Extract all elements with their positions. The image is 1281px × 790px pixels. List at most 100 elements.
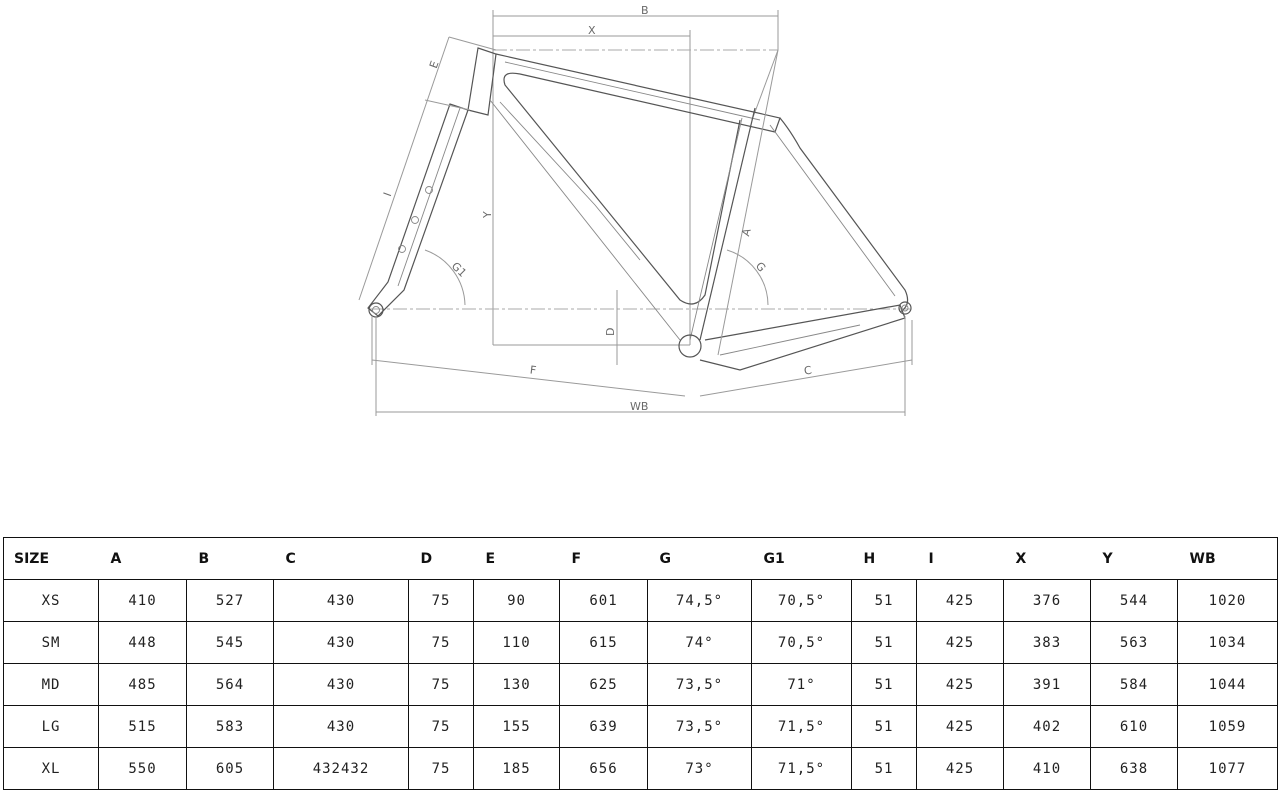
dimension-d: D [604, 290, 618, 365]
dimension-c: C [699, 320, 913, 397]
cell: 1044 [1177, 663, 1278, 706]
cell: 51 [851, 579, 917, 622]
cell: 1077 [1177, 747, 1278, 790]
cell: 1034 [1177, 621, 1278, 664]
cell: 73° [647, 747, 752, 790]
cell: 51 [851, 663, 917, 706]
cell: 73,5° [647, 705, 752, 748]
header-b: B [186, 537, 274, 580]
cell: 383 [1003, 621, 1091, 664]
cell: 425 [916, 747, 1004, 790]
header-y: Y [1090, 537, 1178, 580]
down-tube-inner [503, 72, 741, 305]
cell: 74° [647, 621, 752, 664]
cell: 515 [98, 705, 187, 748]
cell: 1020 [1177, 579, 1278, 622]
cell: 73,5° [647, 663, 752, 706]
cell: 563 [1090, 621, 1178, 664]
cell: 430 [273, 705, 409, 748]
cell: XL [3, 747, 99, 790]
cell: 448 [98, 621, 187, 664]
cell: 51 [851, 705, 917, 748]
angle-g1: G1 [424, 249, 469, 306]
header-x: X [1003, 537, 1091, 580]
cell: 583 [186, 705, 274, 748]
seat-stay [779, 117, 909, 313]
table-row: SM 448 545 430 75 110 615 74° 70,5° 51 4… [3, 621, 1278, 664]
cell: 610 [1090, 705, 1178, 748]
cell: SM [3, 621, 99, 664]
cell: 74,5° [647, 579, 752, 622]
dimension-a: A [717, 49, 779, 356]
header-size: SIZE [3, 537, 99, 580]
cell: 1059 [1177, 705, 1278, 748]
cell: 564 [186, 663, 274, 706]
header-a: A [98, 537, 187, 580]
rear-dropout [898, 301, 912, 315]
cell: 51 [851, 747, 917, 790]
header-wb: WB [1177, 537, 1278, 580]
table-row: XS 410 527 430 75 90 601 74,5° 70,5° 51 … [3, 579, 1278, 622]
cell: 485 [98, 663, 187, 706]
cell: 615 [559, 621, 648, 664]
cell: 550 [98, 747, 187, 790]
cell: XS [3, 579, 99, 622]
label-e: E [427, 59, 442, 70]
cell: 75 [408, 621, 474, 664]
bottom-bracket [678, 334, 702, 358]
cell: 75 [408, 747, 474, 790]
header-d: D [408, 537, 474, 580]
label-wb: WB [630, 400, 648, 413]
cell: 51 [851, 621, 917, 664]
dimension-i-e: E I [358, 36, 497, 301]
header-e: E [473, 537, 560, 580]
label-g: G [753, 260, 768, 275]
table-row: MD 485 564 430 75 130 625 73,5° 71° 51 4… [3, 663, 1278, 706]
cell: 75 [408, 663, 474, 706]
cell: 601 [559, 579, 648, 622]
cell: 376 [1003, 579, 1091, 622]
label-d: D [604, 328, 617, 336]
cell: MD [3, 663, 99, 706]
geometry-table: SIZE A B C D E F G G1 H I X Y WB XS 410 … [3, 537, 1278, 790]
cell: 410 [1003, 747, 1091, 790]
cell: 544 [1090, 579, 1178, 622]
cell: LG [3, 705, 99, 748]
cell: 410 [98, 579, 187, 622]
header-g: G [647, 537, 752, 580]
fork [367, 103, 469, 318]
cell: 71,5° [751, 747, 852, 790]
cell: 425 [916, 579, 1004, 622]
label-c: C [803, 364, 813, 378]
cell: 430 [273, 579, 409, 622]
cell: 430 [273, 663, 409, 706]
cell: 391 [1003, 663, 1091, 706]
cell: 71° [751, 663, 852, 706]
top-tube [495, 53, 781, 133]
label-b: B [641, 4, 649, 17]
header-f: F [559, 537, 648, 580]
label-g1: G1 [449, 260, 469, 280]
cell: 130 [473, 663, 560, 706]
dimension-y: Y [481, 50, 690, 346]
cell: 430 [273, 621, 409, 664]
headtube [467, 47, 497, 116]
cell: 402 [1003, 705, 1091, 748]
cell: 432432 [273, 747, 409, 790]
label-y: Y [481, 211, 494, 219]
cell: 155 [473, 705, 560, 748]
table-row: LG 515 583 430 75 155 639 73,5° 71,5° 51… [3, 705, 1278, 748]
cell: 425 [916, 663, 1004, 706]
table-row: XL 550 605 432432 75 185 656 73° 71,5° 5… [3, 747, 1278, 790]
frame-geometry-diagram: B X Y D [358, 4, 913, 416]
header-h: H [851, 537, 917, 580]
header-g1: G1 [751, 537, 852, 580]
dimension-x: X [493, 24, 691, 345]
cell: 527 [186, 579, 274, 622]
header-i: I [916, 537, 1004, 580]
cell: 625 [559, 663, 648, 706]
cell: 71,5° [751, 705, 852, 748]
cell: 639 [559, 705, 648, 748]
label-i: I [381, 191, 394, 199]
label-x: X [588, 24, 596, 37]
